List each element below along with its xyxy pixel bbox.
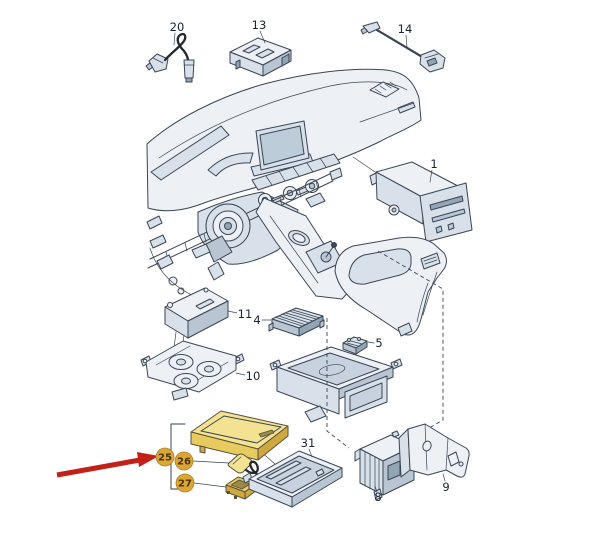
lower-dash-structure — [146, 215, 223, 305]
part-10-mounting-bracket — [140, 340, 245, 401]
part-13-interface-module — [229, 37, 292, 77]
plain-callouts: 20 13 14 1 11 4 10 5 31 8 9 — [170, 18, 450, 504]
storage-tray — [269, 346, 403, 423]
steering-boss — [191, 203, 251, 281]
part-31-mounting-tray — [242, 450, 343, 508]
callout-31[interactable]: 31 — [301, 436, 316, 450]
callout-25-circle[interactable] — [155, 447, 175, 467]
part-20-adapter-cable — [145, 32, 195, 83]
cd-slot — [429, 195, 464, 211]
part-5-connector-module — [342, 336, 368, 355]
center-display — [250, 120, 314, 177]
floor-console — [255, 192, 353, 300]
red-pointer-arrow — [56, 452, 159, 478]
callout-27-circle[interactable] — [175, 473, 195, 493]
part-11-control-module — [164, 287, 229, 352]
armrest-pad — [348, 248, 412, 285]
part-1-head-unit — [352, 156, 473, 243]
defroster-vent — [369, 81, 400, 98]
callout-1[interactable]: 1 — [430, 157, 437, 171]
callout-leader-lines — [173, 30, 446, 493]
callout-26[interactable]: 26 — [177, 457, 191, 468]
callout-9[interactable]: 9 — [442, 480, 449, 494]
callout-8[interactable]: 8 — [374, 490, 381, 504]
dashboard-assembly — [146, 68, 422, 305]
callout-26-circle[interactable] — [174, 451, 194, 471]
callout-11[interactable]: 11 — [238, 307, 253, 321]
callout-4[interactable]: 4 — [253, 313, 260, 327]
highlighted-callouts: 25 26 27 — [155, 447, 195, 493]
side-window — [150, 125, 230, 181]
callout-25[interactable]: 25 — [158, 453, 172, 464]
armrest-console — [334, 236, 447, 337]
part-9-bracket — [398, 423, 470, 478]
callout-14[interactable]: 14 — [398, 22, 413, 36]
part-14-antenna-cable — [360, 21, 446, 73]
callout-20[interactable]: 20 — [170, 20, 185, 34]
callout-5[interactable]: 5 — [375, 336, 382, 350]
callout-13[interactable]: 13 — [252, 18, 267, 32]
callout-27[interactable]: 27 — [178, 479, 192, 490]
part-4-amplifier — [268, 307, 325, 337]
part-25-highlighted-module — [190, 410, 289, 465]
callout-10[interactable]: 10 — [246, 369, 261, 383]
